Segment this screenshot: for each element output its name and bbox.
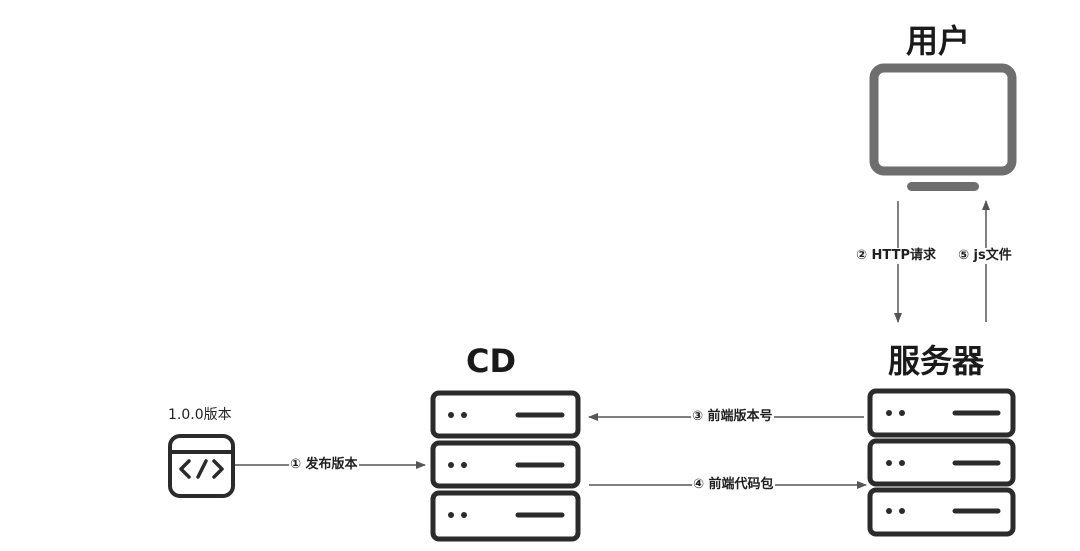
frontend-version-edge-label: ③ 前端版本号 bbox=[691, 409, 774, 425]
code-icon bbox=[168, 434, 235, 498]
code-version-label: 1.0.0版本 bbox=[168, 407, 232, 423]
cd-title: CD bbox=[466, 342, 517, 380]
cd-server-stack-icon bbox=[430, 390, 581, 542]
http-request-edge-label: ② HTTP请求 bbox=[855, 248, 937, 264]
cd-server-unit-top bbox=[430, 390, 581, 439]
frontend-package-edge-label: ④ 前端代码包 bbox=[692, 477, 775, 493]
cd-server-unit-middle bbox=[430, 440, 581, 489]
server-unit-top bbox=[867, 388, 1016, 438]
server-unit-middle bbox=[867, 438, 1016, 487]
user-title: 用户 bbox=[906, 22, 971, 60]
js-file-edge-label: ⑤ js文件 bbox=[957, 248, 1013, 264]
server-unit-bottom bbox=[867, 487, 1016, 537]
publish-edge-label: ① 发布版本 bbox=[289, 457, 359, 473]
monitor-icon bbox=[869, 63, 1017, 191]
server-title: 服务器 bbox=[888, 342, 985, 380]
main-server-stack-icon bbox=[867, 388, 1016, 537]
cd-server-unit-bottom bbox=[430, 490, 581, 542]
